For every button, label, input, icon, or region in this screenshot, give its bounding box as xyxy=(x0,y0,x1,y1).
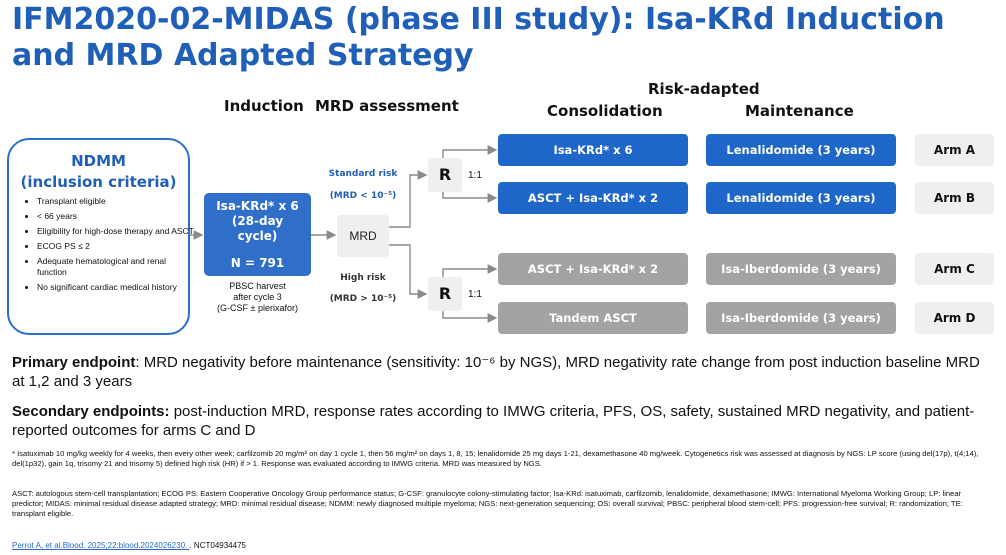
criterion-item: Transplant eligible xyxy=(37,196,197,207)
arm-a-consolidation: Isa-KRd* x 6 xyxy=(498,134,688,166)
arm-b-consolidation: ASCT + Isa-KRd* x 2 xyxy=(498,182,688,214)
criterion-item: Adequate hematological and renal functio… xyxy=(37,256,197,278)
primary-endpoint-label: Primary endpoint xyxy=(12,354,136,371)
pbsc-harvest-note: PBSC harvest after cycle 3 (G-CSF ± pler… xyxy=(204,281,311,314)
arm-b-maintenance: Lenalidomide (3 years) xyxy=(706,182,896,214)
trial-id: . NCT04934475 xyxy=(189,541,246,550)
primary-endpoint: Primary endpoint: MRD negativity before … xyxy=(12,353,992,391)
footnote-abbreviations: ASCT: autologous stem-cell transplantati… xyxy=(12,489,963,518)
arm-b-label: Arm B xyxy=(915,182,994,214)
ndmm-inclusion-box: NDMM (inclusion criteria) Transplant eli… xyxy=(7,138,194,335)
reference: Perrot A, et al.Blood. 2025;22:blood.202… xyxy=(12,541,246,551)
arm-c-label: Arm C xyxy=(915,253,994,285)
pbsc-line: PBSC harvest xyxy=(229,281,286,291)
arrow-r-to-arm-d xyxy=(442,311,498,323)
standard-risk-label: Standard risk xyxy=(328,169,398,179)
secondary-endpoints: Secondary endpoints: post-induction MRD,… xyxy=(12,402,992,440)
header-consolidation: Consolidation xyxy=(547,102,663,120)
randomization-high: R xyxy=(428,277,462,311)
ratio-standard: 1:1 xyxy=(468,170,482,181)
criterion-item: No significant cardiac medical history xyxy=(37,282,197,293)
arm-d-maintenance: Isa-Iberdomide (3 years) xyxy=(706,302,896,334)
secondary-endpoints-text: post-induction MRD, response rates accor… xyxy=(12,403,975,439)
arrow-r-to-arm-c xyxy=(442,264,498,277)
arm-a-label: Arm A xyxy=(915,134,994,166)
induction-box: Isa-KRd* x 6 (28-day cycle) N = 791 xyxy=(204,193,311,276)
secondary-endpoints-label: Secondary endpoints: xyxy=(12,403,170,420)
randomization-standard: R xyxy=(428,158,462,192)
arrow-mrd-to-high-r xyxy=(389,244,428,299)
criterion-item: < 66 years xyxy=(37,211,197,222)
slide-title: IFM2020-02-MIDAS (phase III study): Isa-… xyxy=(12,2,945,73)
arrow-r-to-arm-b xyxy=(442,192,498,203)
ratio-high: 1:1 xyxy=(468,289,482,300)
primary-endpoint-text: : MRD negativity before maintenance (sen… xyxy=(12,354,980,390)
ndmm-subtitle: (inclusion criteria) xyxy=(20,173,177,191)
pbsc-line: after cycle 3 xyxy=(233,292,282,302)
reference-link[interactable]: Perrot A, et al.Blood. 2025;22:blood.202… xyxy=(12,541,190,550)
header-risk-adapted: Risk-adapted xyxy=(648,80,760,98)
standard-risk-criterion: (MRD < 10⁻⁵) xyxy=(329,191,397,201)
mrd-box: MRD xyxy=(337,215,389,257)
arm-c-maintenance: Isa-Iberdomide (3 years) xyxy=(706,253,896,285)
criterion-item: Eligibility for high-dose therapy and AS… xyxy=(37,226,197,237)
arm-a-maintenance: Lenalidomide (3 years) xyxy=(706,134,896,166)
ndmm-title: NDMM xyxy=(71,152,126,170)
induction-cycle: (28-day xyxy=(231,214,284,228)
induction-n: N = 791 xyxy=(230,256,285,270)
induction-cycle-cont: cycle) xyxy=(237,229,278,243)
arm-d-consolidation: Tandem ASCT xyxy=(498,302,688,334)
footnote-dosing: * Isatuximab 10 mg/kg weekly for 4 weeks… xyxy=(12,449,979,468)
arm-d-label: Arm D xyxy=(915,302,994,334)
arrow-mrd-to-standard-r xyxy=(389,170,428,228)
pbsc-line: (G-CSF ± plerixafor) xyxy=(217,303,298,313)
high-risk-label: High risk xyxy=(340,273,386,283)
criterion-item: ECOG PS ≤ 2 xyxy=(37,241,197,252)
arrow-r-to-arm-a xyxy=(442,145,498,158)
header-mrd-assessment: MRD assessment xyxy=(315,97,459,115)
high-risk-criterion: (MRD > 10⁻⁵) xyxy=(329,294,397,304)
inclusion-criteria-list: Transplant eligible < 66 years Eligibili… xyxy=(25,196,197,297)
arm-c-consolidation: ASCT + Isa-KRd* x 2 xyxy=(498,253,688,285)
header-induction: Induction xyxy=(224,97,304,115)
induction-regimen: Isa-KRd* x 6 xyxy=(216,199,299,213)
header-maintenance: Maintenance xyxy=(745,102,854,120)
